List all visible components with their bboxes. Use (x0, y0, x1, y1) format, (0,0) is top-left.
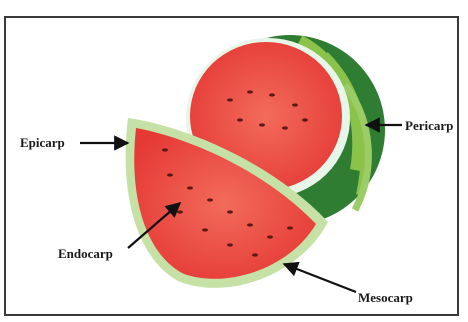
mesocarp-arrow (284, 264, 356, 292)
label-epicarp: Epicarp (20, 135, 65, 150)
label-mesocarp: Mesocarp (358, 290, 413, 305)
label-pericarp: Pericarp (405, 118, 453, 133)
label-endocarp: Endocarp (58, 246, 113, 261)
